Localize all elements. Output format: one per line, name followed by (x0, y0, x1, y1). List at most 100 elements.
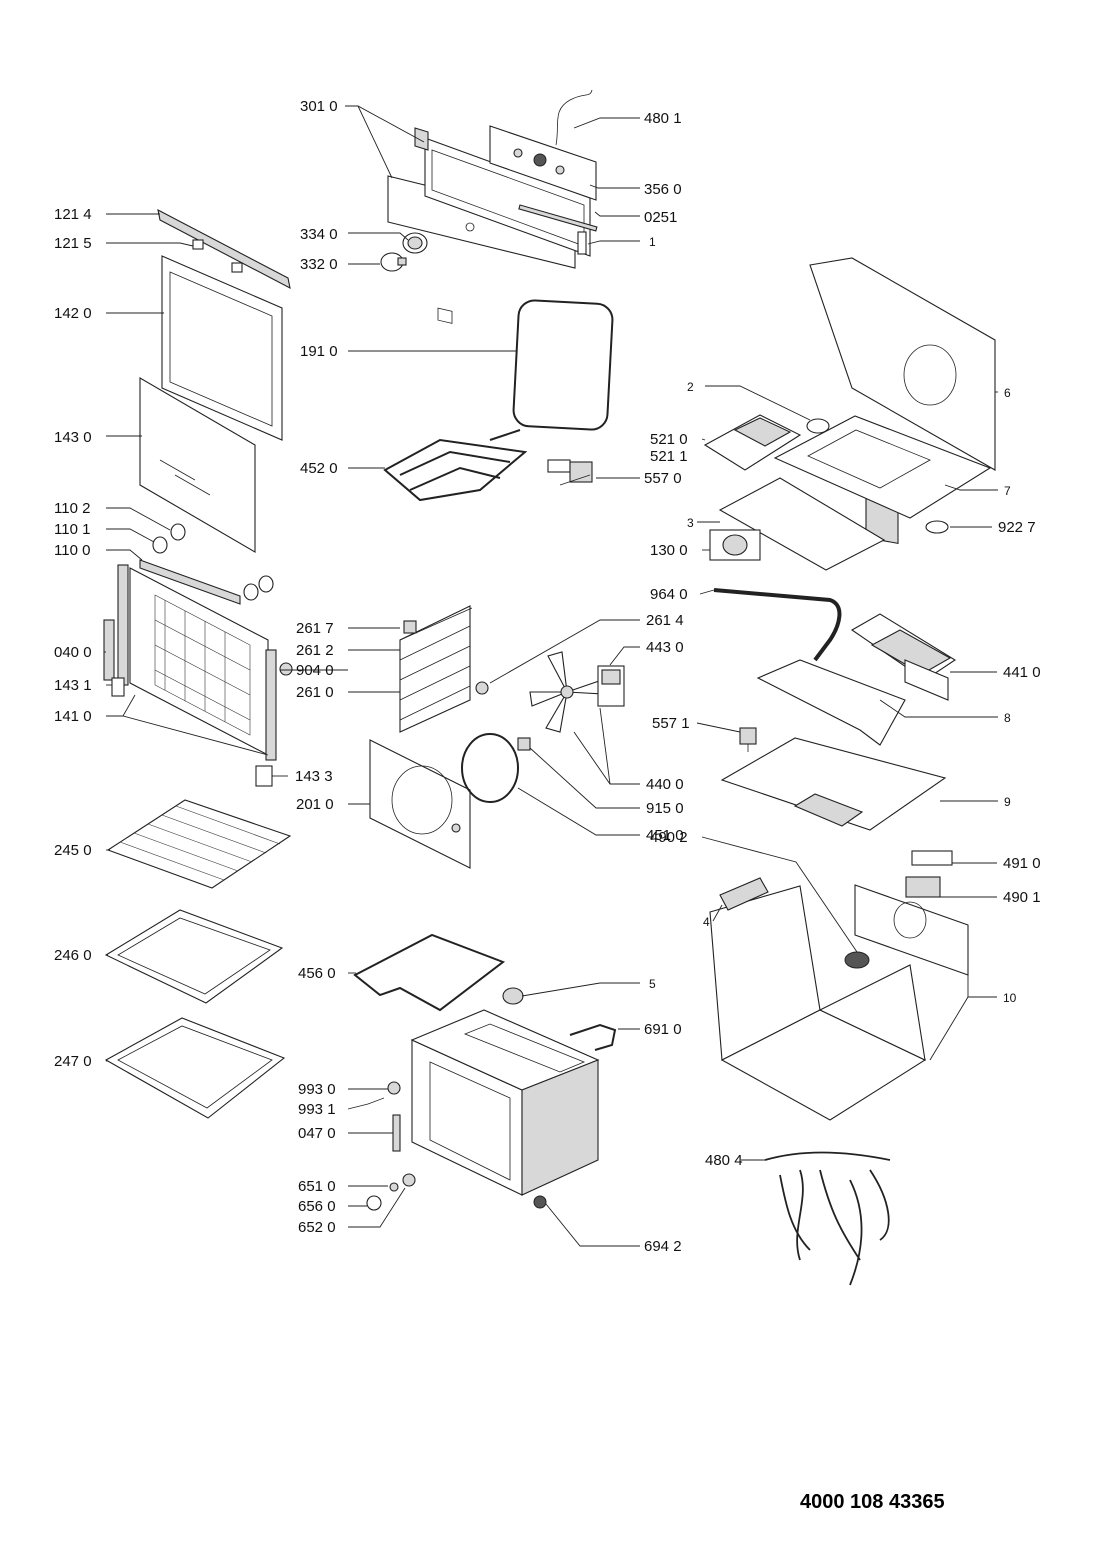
part-labels: 301 0 480 1 356 0 0251 1 334 0 332 0 121… (54, 98, 1041, 1255)
label-441-0: 441 0 (1003, 664, 1041, 681)
back-wall-201 (369, 739, 471, 869)
label-2: 2 (687, 380, 694, 394)
label-110-0: 110 0 (54, 542, 90, 559)
label-5: 5 (649, 977, 656, 991)
label-301-0: 301 0 (300, 98, 338, 115)
control-board-356 (489, 125, 597, 201)
door-outer-glass-142 (161, 255, 283, 441)
label-110-1: 110 1 (54, 521, 90, 538)
fan-motor-443 (597, 665, 625, 707)
knob-332 (380, 252, 407, 272)
label-491-0: 491 0 (1003, 855, 1041, 872)
ring-651-0 (389, 1182, 399, 1192)
pad-right-b (258, 575, 274, 593)
label-993-0: 993 0 (298, 1081, 336, 1098)
label-141-0: 141 0 (54, 708, 92, 725)
thermostat-557 (547, 459, 593, 486)
label-4: 4 (703, 915, 710, 929)
knob-ring-334 (402, 232, 428, 254)
label-691-0: 691 0 (644, 1021, 682, 1038)
label-521-0: 521 0 (650, 431, 688, 448)
label-143-0: 143 0 (54, 429, 92, 446)
label-130-0: 130 0 (650, 542, 688, 559)
plate-3 (718, 477, 886, 571)
side-profile-right (265, 649, 277, 761)
circular-element-451 (461, 733, 519, 803)
bracket-1 (577, 231, 587, 255)
label-440-0: 440 0 (646, 776, 684, 793)
label-6: 6 (1004, 386, 1011, 400)
label-456-0: 456 0 (298, 965, 336, 982)
label-246-0: 246 0 (54, 947, 92, 964)
label-191-0: 191 0 (300, 343, 338, 360)
label-452-0: 452 0 (300, 460, 338, 477)
bracket-4 (719, 877, 769, 911)
hinge-143-1 (111, 677, 125, 697)
oven-cavity (410, 1009, 600, 1196)
filter-490-1 (905, 876, 941, 898)
label-0251: 0251 (644, 209, 677, 226)
spindle-652-0 (402, 1173, 416, 1187)
label-651-0: 651 0 (298, 1178, 336, 1195)
label-110-2: 110 2 (54, 500, 90, 517)
wire-shelf-245 (106, 799, 292, 889)
label-915-0: 915 0 (646, 800, 684, 817)
wiring-harness-480-4 (764, 1151, 891, 1286)
rail-261-2 (399, 607, 473, 641)
screw-993-1 (367, 1097, 385, 1105)
label-9: 9 (1004, 795, 1011, 809)
clip-121-5 (192, 239, 204, 250)
terminal-491 (911, 850, 953, 866)
shelf-support-261-0 (399, 605, 471, 733)
duct-964 (713, 588, 842, 662)
washer-922-7 (925, 520, 949, 534)
label-922-7: 922 7 (998, 519, 1036, 536)
clip-121-5b (231, 262, 243, 273)
electronic-box-521 (703, 414, 802, 471)
foot-694-2 (533, 1195, 547, 1209)
label-245-0: 245 0 (54, 842, 92, 859)
label-557-1: 557 1 (652, 715, 690, 732)
label-334-0: 334 0 (300, 226, 338, 243)
label-993-1: 993 1 (298, 1101, 336, 1118)
label-490-1: 490 1 (1003, 889, 1041, 906)
knob-656-0 (366, 1195, 382, 1211)
profile-110-0 (139, 559, 241, 605)
label-143-3: 143 3 (295, 768, 333, 785)
strip-047-0 (392, 1114, 401, 1152)
label-8: 8 (1004, 711, 1011, 725)
grill-element-452 (383, 429, 528, 502)
hinge-691 (569, 1023, 617, 1051)
motor-130 (709, 529, 761, 561)
roller-993-0 (387, 1081, 401, 1095)
label-332-0: 332 0 (300, 256, 338, 273)
door-top-profile-121-4 (157, 208, 291, 290)
label-3: 3 (687, 516, 694, 530)
screw-261-4 (475, 681, 489, 695)
label-143-1: 143 1 (54, 677, 92, 694)
door-gasket-191 (512, 299, 614, 431)
hinge-143-3 (255, 765, 273, 787)
label-261-2: 261 2 (296, 642, 334, 659)
baking-tray-246 (104, 909, 284, 1004)
label-652-0: 652 0 (298, 1219, 336, 1236)
lower-element-456 (353, 933, 506, 1012)
thermostat-557-1 (739, 727, 757, 752)
label-261-7: 261 7 (296, 620, 334, 637)
label-201-0: 201 0 (296, 796, 334, 813)
strip-0251 (518, 204, 598, 232)
lamp-5 (502, 987, 524, 1005)
label-121-5: 121 5 (54, 235, 92, 252)
label-443-0: 443 0 (646, 639, 684, 656)
label-047-0: 047 0 (298, 1125, 336, 1142)
label-261-0: 261 0 (296, 684, 334, 701)
leader-lines (104, 105, 998, 1247)
label-480-1: 480 1 (644, 110, 682, 127)
cap-490-2 (844, 951, 870, 969)
label-656-0: 656 0 (298, 1198, 336, 1215)
cable-480-1 (555, 89, 593, 146)
panel-9 (720, 737, 947, 831)
label-10: 10 (1003, 991, 1017, 1005)
hinge-040-0 (103, 619, 115, 681)
